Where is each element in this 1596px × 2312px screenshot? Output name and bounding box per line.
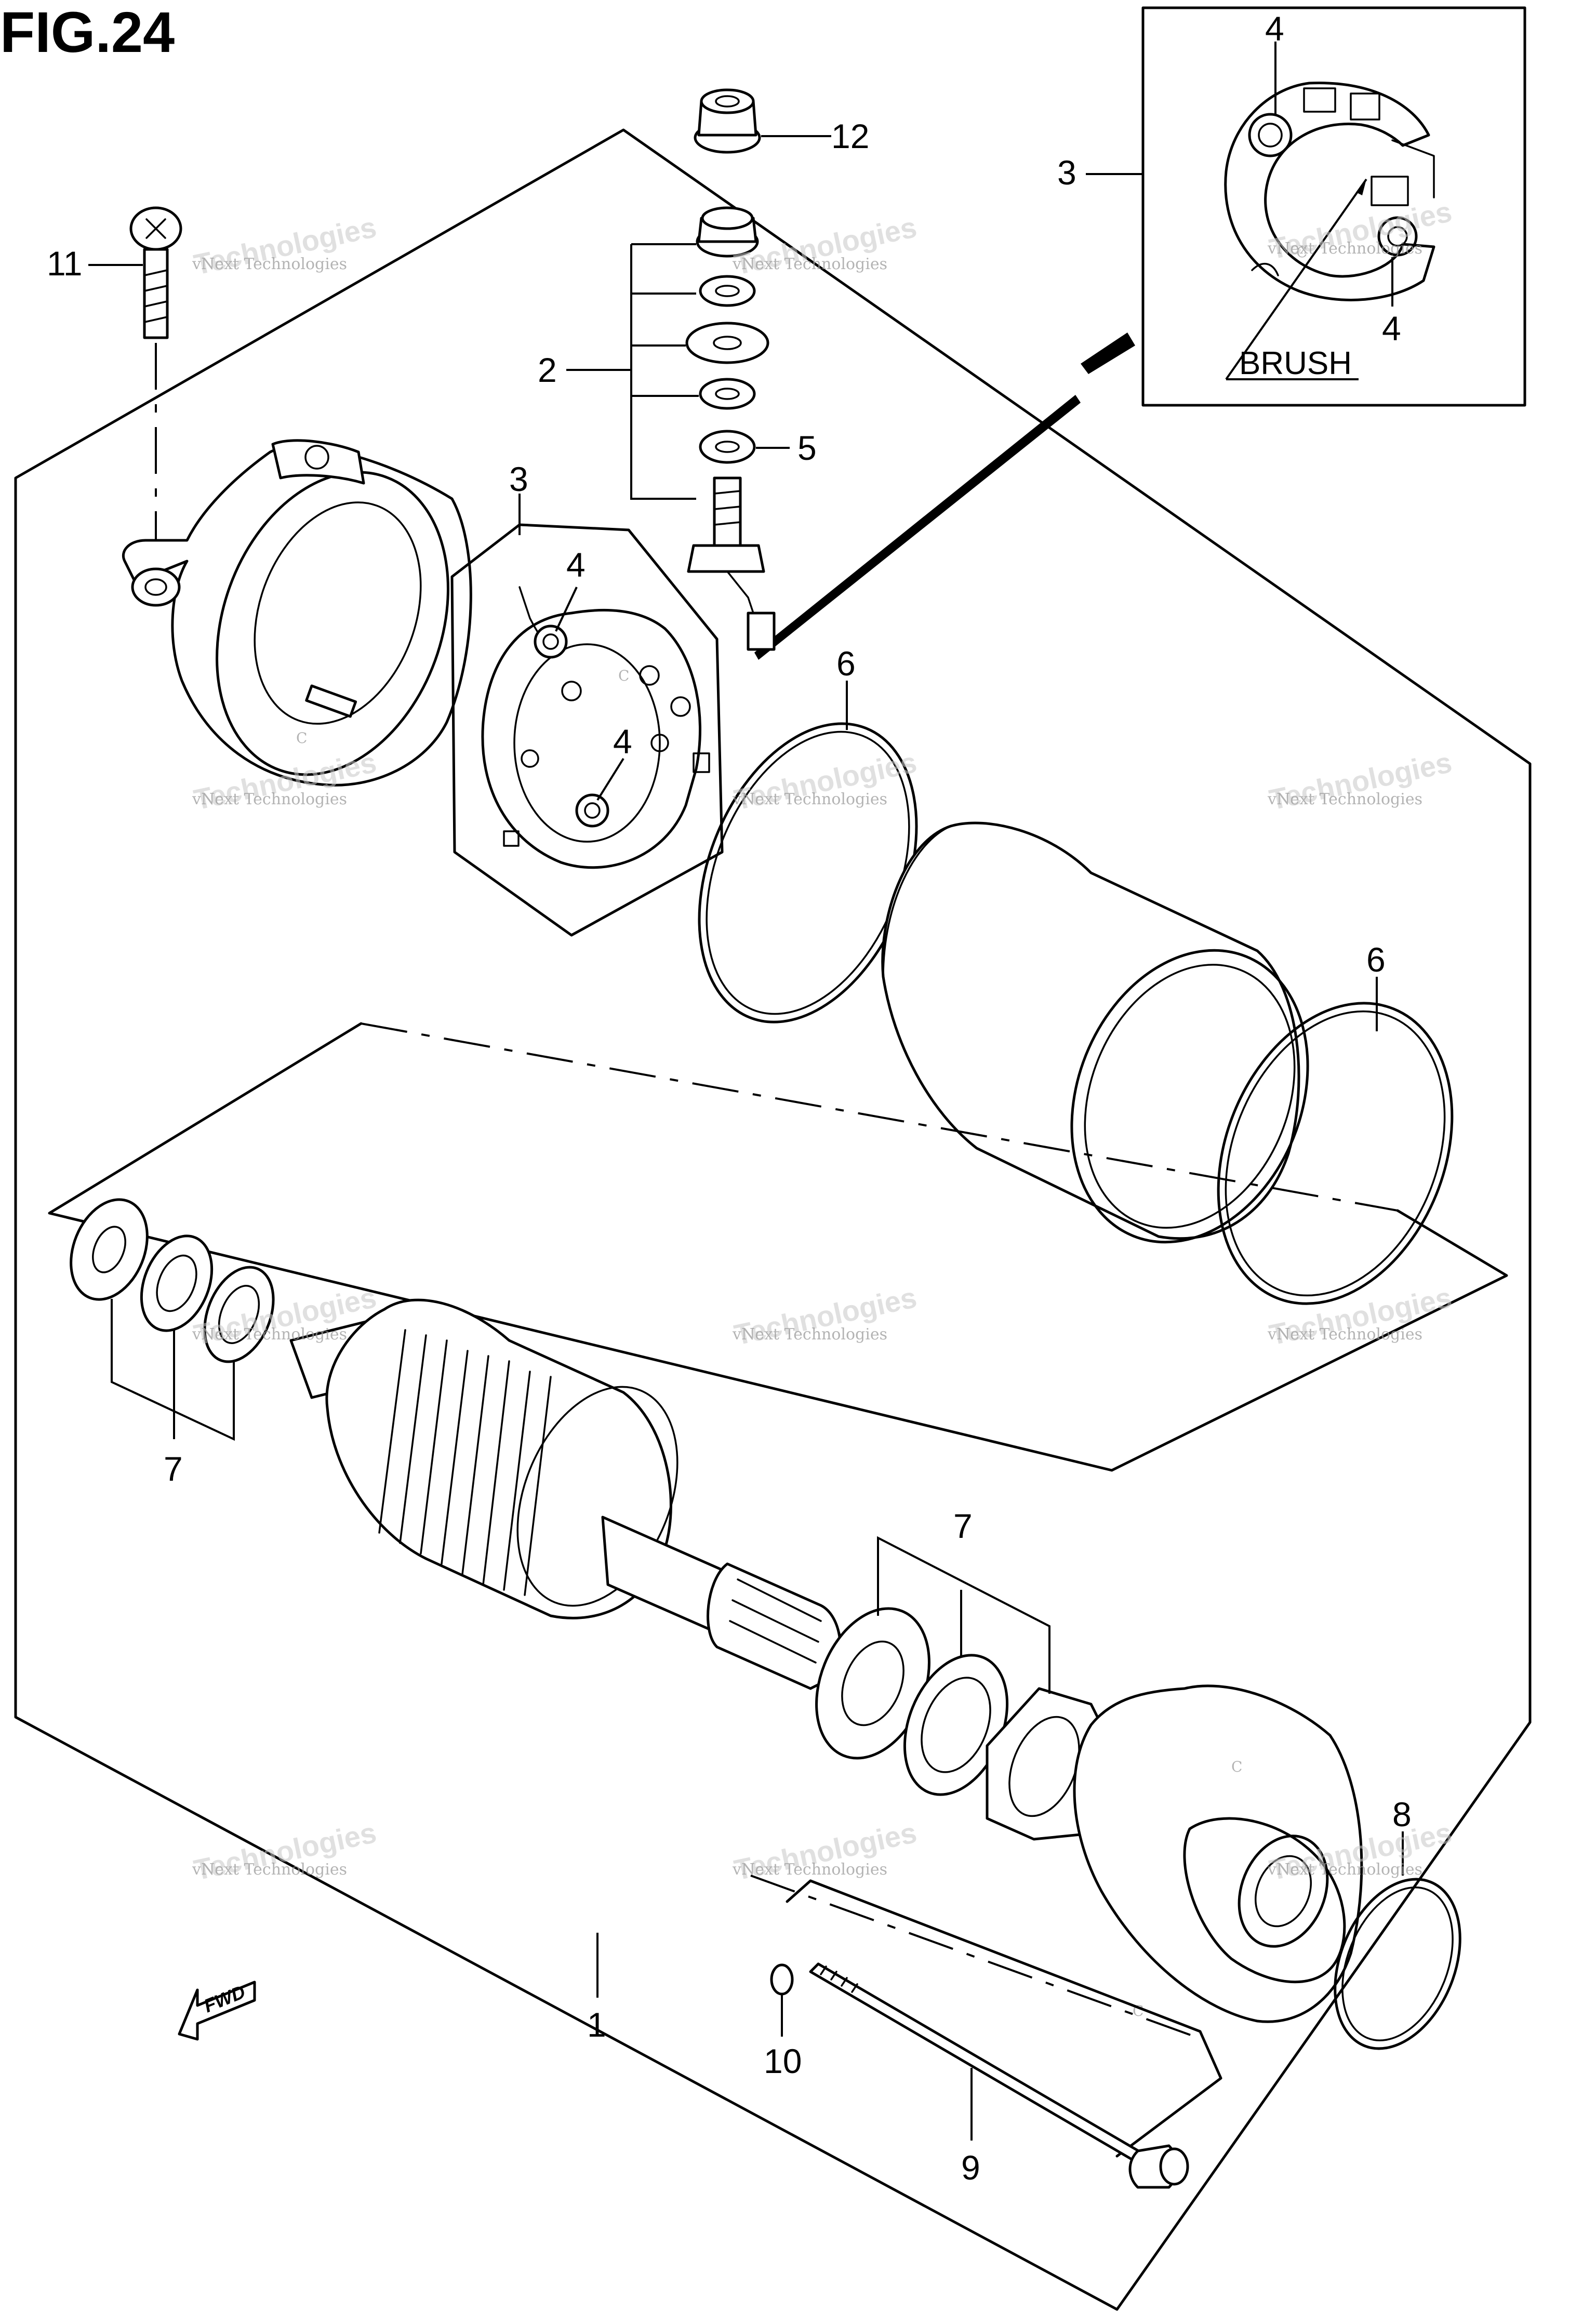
watermark: vNext Technologies (732, 1861, 887, 1879)
watermark: vNext Technologies (192, 790, 347, 808)
callout-2: 2 (538, 351, 557, 389)
callout-6-left: 6 (836, 644, 856, 683)
leader-4c (555, 587, 578, 632)
inset-box (1141, 6, 1526, 407)
c-mark-plate: C (618, 667, 629, 684)
bracket-2 (630, 244, 696, 500)
o-ring-6b (1217, 1002, 1454, 1305)
watermark: vNext Technologies (192, 1861, 347, 1879)
callout-11: 11 (47, 244, 83, 283)
watermark: vNext Technologies (1267, 1861, 1422, 1879)
terminal-kit-2 (685, 206, 776, 651)
watermark: vNext Technologies (732, 790, 887, 808)
through-bolt-9 (809, 1962, 1189, 2189)
brush-holder-detail: C (1224, 82, 1435, 301)
callout-12: 12 (831, 117, 869, 155)
c-mark: C (1296, 244, 1307, 261)
bolt-11 (129, 206, 182, 339)
c-mark-rear: C (296, 729, 307, 747)
rear-cover: C (122, 439, 472, 787)
watermark: vNext Technologies (732, 255, 887, 273)
brush-holder-plate: C (481, 586, 710, 869)
watermark: vNext Technologies (192, 255, 347, 273)
bracket-7b (877, 1536, 1050, 1694)
watermark: vNext Technologies (732, 1325, 887, 1344)
brush-plate-outline (450, 523, 724, 937)
leader-brush (1225, 178, 1367, 380)
callout-4-inset-bottom: 4 (1382, 309, 1401, 348)
assembly-outline (14, 128, 1532, 2311)
washers-7b (815, 1607, 1113, 1841)
brush-label: BRUSH (1239, 346, 1352, 381)
callout-1: 1 (587, 2005, 606, 2044)
fwd-arrow-icon: FWD (178, 1981, 256, 2041)
watermark: vNext Technologies (1267, 790, 1422, 808)
callout-10: 10 (764, 2042, 802, 2080)
armature-outline (48, 1022, 1508, 1472)
callout-3: 3 (509, 460, 528, 498)
bolt-outline (786, 1879, 1222, 2158)
figure-title: FIG.24 (0, 1, 175, 64)
callout-8: 8 (1392, 1795, 1412, 1833)
nut-12 (694, 88, 761, 154)
callout-4-plate-bottom: 4 (613, 722, 632, 761)
bracket-7a (111, 1299, 235, 1441)
yoke-housing (881, 821, 1309, 1244)
callout-6-right: 6 (1366, 940, 1386, 979)
callout-5: 5 (797, 429, 817, 467)
washers-7a (70, 1198, 275, 1363)
watermark: vNext Technologies (1267, 240, 1422, 258)
inset-pointer (1081, 333, 1135, 374)
small-o-ring-10 (770, 1963, 794, 1996)
armature (289, 1298, 843, 1690)
watermark: vNext Technologies (192, 1325, 347, 1344)
callout-3-inset: 3 (1057, 153, 1076, 192)
callout-7-left: 7 (164, 1450, 183, 1488)
c-mark-front: C (1231, 1758, 1242, 1775)
o-ring-8 (1334, 1878, 1461, 2050)
callout-4-inset-top: 4 (1265, 9, 1284, 48)
callout-4-plate-top: 4 (566, 546, 586, 584)
leader-4d (596, 758, 624, 801)
front-cover: C C (1073, 1684, 1363, 2023)
callout-9: 9 (961, 2148, 980, 2187)
callout-7-right: 7 (953, 1507, 973, 1545)
watermark: vNext Technologies (1267, 1325, 1422, 1344)
